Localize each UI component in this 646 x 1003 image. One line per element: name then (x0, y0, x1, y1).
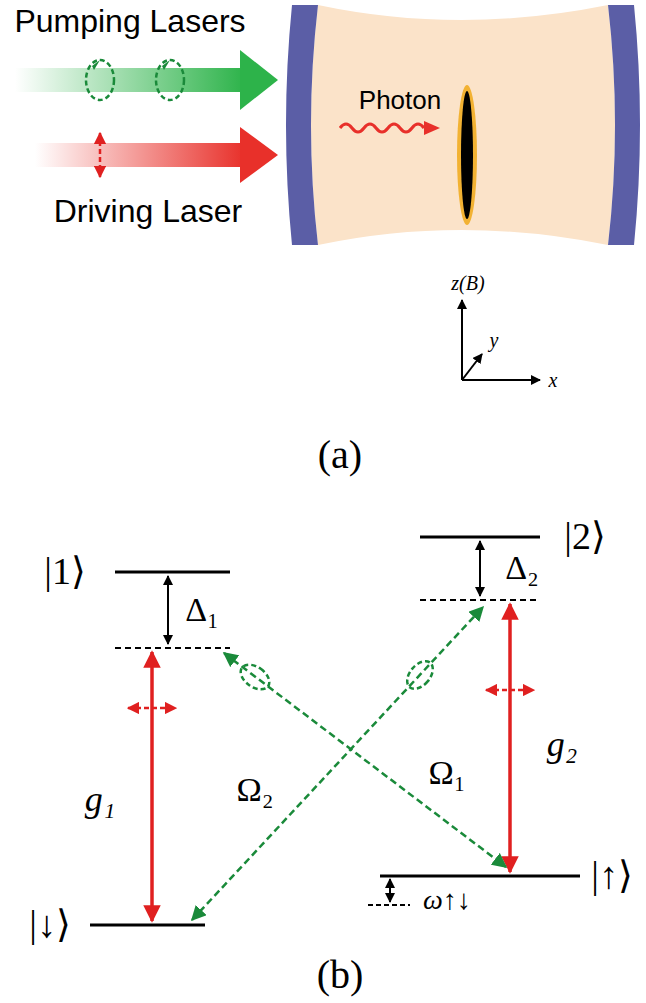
coupling-label: g₂ (547, 725, 578, 765)
splitting-label: ω↑↓ (423, 885, 471, 916)
rabi-label: Ω₂ (236, 771, 273, 808)
level-label: |1⟩ (44, 551, 85, 593)
level-label: |↑⟩ (591, 855, 632, 897)
level-label: |↓⟩ (29, 904, 70, 946)
detuning-label: Δ₂ (505, 549, 539, 586)
level-label: |2⟩ (564, 516, 605, 558)
axis-label: y (490, 329, 499, 351)
axis-label: z(B) (451, 272, 484, 294)
panel-label: (a) (318, 433, 362, 477)
photon-label: Photon (359, 86, 441, 115)
coupling-label: g₁ (85, 780, 116, 820)
laser-label: Driving Laser (54, 194, 243, 229)
panel-label: (b) (317, 953, 364, 997)
axis-label: x (549, 369, 558, 391)
laser-label: Pumping Lasers (14, 4, 245, 39)
rabi-label: Ω₁ (428, 754, 465, 791)
detuning-label: Δ₁ (185, 591, 219, 628)
